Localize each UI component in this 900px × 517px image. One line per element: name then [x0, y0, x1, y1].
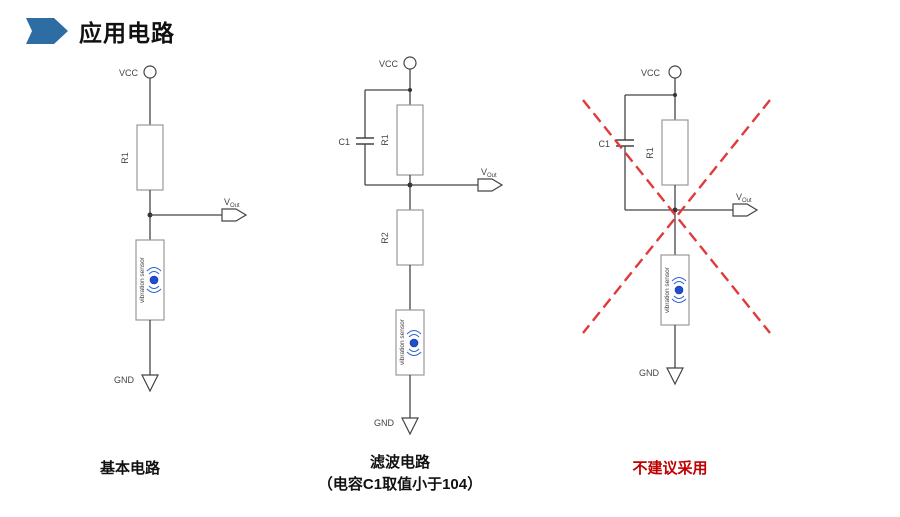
vout-arrow [732, 203, 759, 217]
resistor-r1 [136, 124, 164, 191]
sensor-ripple [408, 334, 420, 338]
resistor-r2 [396, 209, 424, 266]
sensor-label: vibration sensor [399, 318, 406, 365]
circuit-not-recommended: VCC C1 R1 VOut vibration sensor [580, 55, 810, 405]
c1-label: C1 [598, 139, 610, 149]
caption-not-recommended: 不建议采用 [632, 460, 708, 477]
caption-filter-line1: 滤波电路 [369, 454, 430, 471]
resistor-r1 [661, 119, 689, 186]
junction-dot [408, 88, 412, 92]
title-arrow-icon [26, 18, 68, 44]
caption-filter: 滤波电路 （电容C1取值小于104） [290, 452, 510, 496]
caption-filter-line2: （电容C1取值小于104） [317, 475, 483, 493]
sensor-dot [149, 275, 159, 285]
r1-label: R1 [380, 134, 390, 146]
sensor-ripple [406, 330, 422, 335]
vcc-terminal [143, 65, 157, 79]
sensor-dot [674, 285, 684, 295]
sensor-ripple [406, 351, 422, 356]
gnd-label: GND [114, 375, 135, 385]
red-cross-line [582, 99, 771, 334]
sensor-ripple [148, 271, 160, 275]
sensor-ripple [408, 348, 420, 352]
vcc-label: VCC [641, 68, 661, 78]
page-title: 应用电路 [26, 14, 175, 48]
gnd-arrow [666, 367, 684, 386]
r2-label: R2 [380, 232, 390, 244]
gnd-label: GND [374, 418, 395, 428]
sensor-ripple [146, 267, 162, 272]
gnd-arrow [401, 417, 419, 436]
c1-label: C1 [338, 137, 350, 147]
sensor-dot [409, 338, 419, 348]
vout-arrow [221, 208, 248, 222]
caption-basic: 基本电路 [99, 460, 160, 477]
sensor-label: vibration sensor [664, 266, 671, 313]
sensor-ripple [146, 288, 162, 293]
sensor-ripple [671, 277, 687, 282]
vcc-label: VCC [119, 68, 139, 78]
vcc-terminal [668, 65, 682, 79]
r1-label: R1 [120, 152, 130, 164]
sensor-ripple [673, 295, 685, 299]
vcc-label: VCC [379, 59, 399, 69]
sensor-ripple [673, 281, 685, 285]
junction-dot [673, 93, 677, 97]
vout-label: VOut [224, 197, 240, 209]
sensor-ripple [671, 298, 687, 303]
gnd-label: GND [639, 368, 660, 378]
r1-label: R1 [645, 147, 655, 159]
vout-label: VOut [736, 192, 752, 204]
sensor-ripple [148, 285, 160, 289]
red-cross-line [582, 99, 771, 334]
page-title-text: 应用电路 [79, 20, 175, 46]
circuit-basic: VCC R1 VOut vibration sensor GND [60, 55, 280, 405]
vcc-terminal [403, 56, 417, 70]
vout-label: VOut [481, 167, 497, 179]
circuit-filter: VCC C1 R1 VOut R2 vibration sensor [330, 50, 560, 470]
resistor-r1 [396, 104, 424, 176]
sensor-label: vibration sensor [139, 256, 146, 303]
vout-arrow [477, 178, 504, 192]
gnd-arrow [141, 374, 159, 393]
